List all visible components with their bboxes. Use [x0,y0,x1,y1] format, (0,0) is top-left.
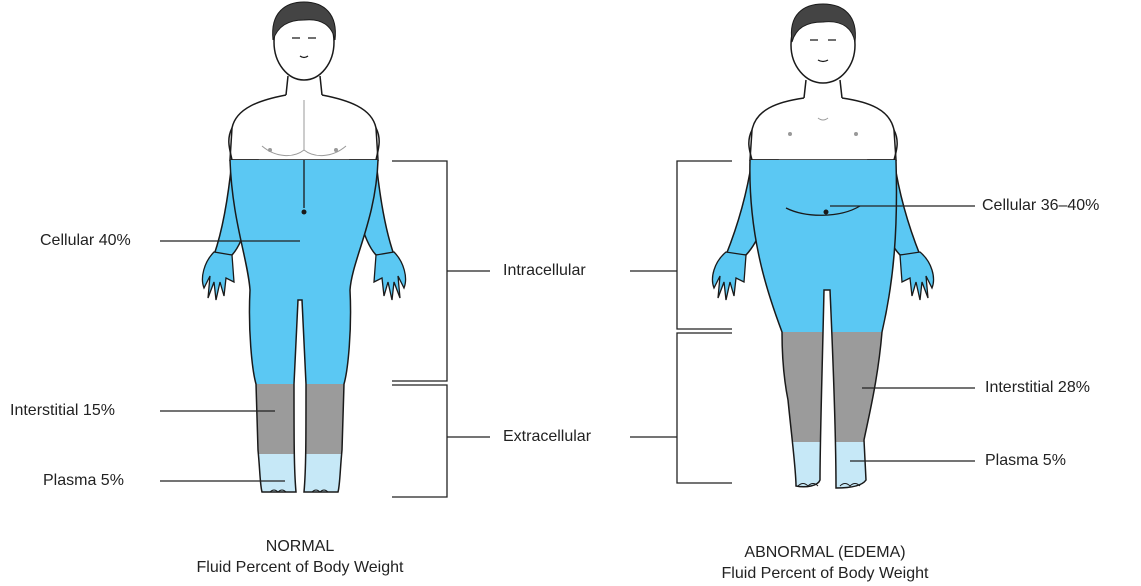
edema-navel [824,210,829,215]
normal-brackets [392,161,490,497]
normal-body-figure [202,2,405,494]
normal-caption: NORMAL Fluid Percent of Body Weight [150,536,450,578]
normal-navel [302,210,307,215]
extracellular-label: Extracellular [503,428,591,446]
edema-intracellular-bracket [630,161,732,329]
edema-interstitial-region [740,332,910,442]
edema-subtitle: Fluid Percent of Body Weight [675,563,975,584]
edema-cellular-label: Cellular 36–40% [982,197,1099,215]
normal-extracellular-bracket [392,385,490,497]
normal-title: NORMAL [150,536,450,557]
edema-plasma-region [740,442,910,492]
edema-extracellular-bracket [630,333,732,483]
normal-interstitial-label: Interstitial 15% [10,402,115,420]
edema-caption: ABNORMAL (EDEMA) Fluid Percent of Body W… [675,542,975,584]
normal-cellular-label: Cellular 40% [40,232,131,250]
normal-plasma-label: Plasma 5% [43,472,124,490]
edema-upper-torso [750,98,896,160]
edema-interstitial-label: Interstitial 28% [985,379,1090,397]
normal-intracellular-bracket [392,161,490,381]
edema-brackets [630,161,732,483]
edema-right-hand [900,252,934,300]
edema-title: ABNORMAL (EDEMA) [675,542,975,563]
normal-right-hand [374,252,406,300]
edema-left-hand [713,252,747,300]
normal-left-hand [202,252,234,300]
edema-body-figure [713,4,934,492]
edema-cellular-region [740,160,910,332]
edema-plasma-label: Plasma 5% [985,452,1066,470]
intracellular-label: Intracellular [503,262,586,280]
normal-subtitle: Fluid Percent of Body Weight [150,557,450,578]
